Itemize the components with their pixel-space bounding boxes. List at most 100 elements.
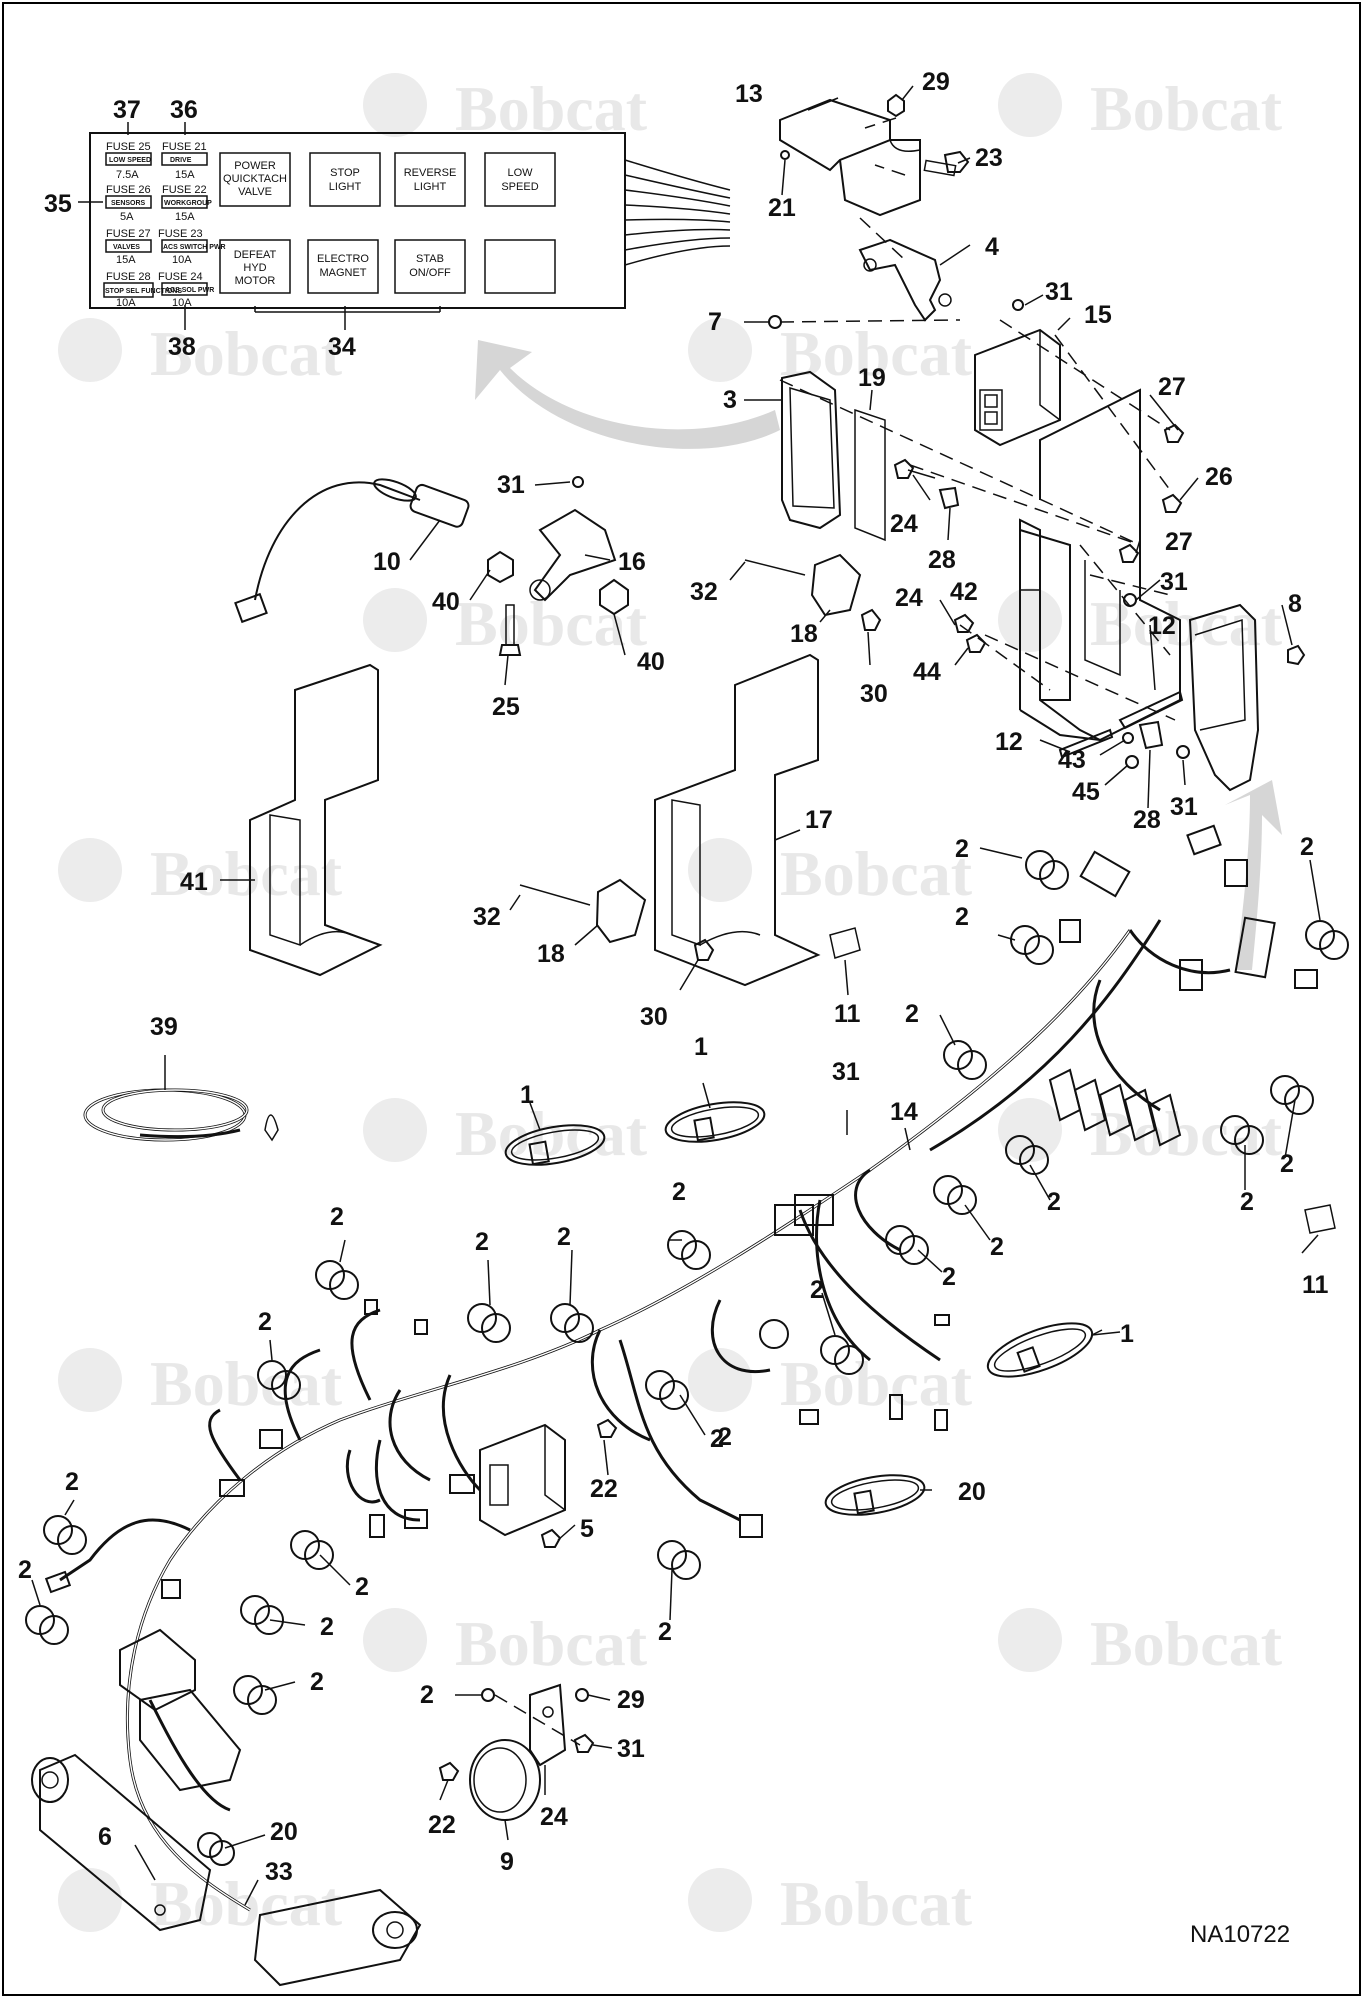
fuse-25: FUSE 25 LOW SPEED 7.5A — [105, 141, 152, 181]
callout: 25 — [492, 693, 520, 721]
callout: 18 — [537, 940, 565, 968]
svg-text:ACS SWITCH PWR: ACS SWITCH PWR — [163, 244, 226, 251]
clamp — [25, 1605, 69, 1645]
callout: 2 — [672, 1178, 686, 1206]
watermark-text: Bobcat — [780, 318, 973, 389]
svg-text:SPEED: SPEED — [501, 181, 538, 193]
svg-text:QUICKTACH: QUICKTACH — [223, 173, 287, 185]
callout: 29 — [922, 68, 950, 96]
clamp — [645, 1370, 689, 1410]
callout: 13 — [735, 80, 763, 108]
callout: 31 — [1170, 793, 1198, 821]
callout: 31 — [832, 1058, 860, 1086]
callout: 2 — [18, 1556, 32, 1584]
fuse-27: FUSE 27 VALVES 15A — [105, 228, 152, 266]
svg-text:ACS SOL PWR: ACS SOL PWR — [165, 287, 214, 294]
callout: 24 — [890, 510, 918, 538]
controller-15 — [974, 328, 1061, 447]
nut-30-b — [693, 938, 715, 961]
clamp — [820, 1335, 864, 1375]
callout: 2 — [1240, 1188, 1254, 1216]
clamp — [933, 1175, 977, 1215]
callout: 27 — [1158, 373, 1186, 401]
fuse-21: FUSE 21 DRIVE 15A — [161, 141, 208, 181]
svg-text:FUSE 21: FUSE 21 — [162, 141, 207, 153]
svg-text:FUSE 28: FUSE 28 — [106, 271, 151, 283]
clamp — [1005, 1135, 1049, 1175]
fuse-26: FUSE 26 SENSORS 5A — [105, 184, 152, 223]
fuse-28: FUSE 28 STOP SEL FUNCTIONS 10A — [103, 271, 182, 309]
bolt-24-a — [893, 458, 936, 479]
clamp — [240, 1595, 284, 1635]
callout: 2 — [355, 1573, 369, 1601]
callout: 21 — [768, 194, 796, 222]
clamp — [667, 1230, 711, 1270]
watermark-text: Bobcat — [1090, 1098, 1283, 1169]
bolt-27-b — [1118, 543, 1140, 563]
callout: 2 — [1300, 833, 1314, 861]
callout: 2 — [658, 1618, 672, 1646]
watermark-text: Bobcat — [150, 838, 343, 909]
callout: 45 — [1072, 778, 1100, 806]
fuse-24: FUSE 24 ACS SOL PWR 10A — [158, 271, 214, 309]
watermark-text: Bobcat — [1090, 73, 1283, 144]
callout: 28 — [1133, 806, 1161, 834]
watermark-8: Bobcat — [688, 838, 973, 909]
callout: 1 — [694, 1033, 708, 1061]
watermark-6: Bobcat — [998, 588, 1283, 659]
screw-32-b — [519, 884, 591, 906]
svg-text:REVERSE: REVERSE — [404, 167, 457, 179]
cap-18-a — [810, 553, 862, 617]
nut-31-bracket — [572, 476, 584, 488]
callout: 4 — [985, 233, 999, 261]
callout: 5 — [580, 1515, 594, 1543]
callout: 1 — [1120, 1320, 1134, 1348]
svg-text:VALVES: VALVES — [113, 244, 140, 251]
callout: 2 — [65, 1468, 79, 1496]
nut-45 — [1125, 755, 1139, 769]
mounting-bracket-42 — [1019, 388, 1181, 742]
connector-block — [119, 1628, 242, 1792]
screw-26 — [1161, 493, 1183, 513]
switch-reverse-light: REVERSE LIGHT — [394, 152, 466, 207]
svg-text:10A: 10A — [172, 297, 192, 309]
reference-arrow-panel — [475, 340, 780, 449]
callout: 30 — [640, 1003, 668, 1031]
svg-text:SENSORS: SENSORS — [111, 200, 146, 207]
watermark-15: Bobcat — [58, 1868, 343, 1939]
callout: 20 — [958, 1478, 986, 1506]
svg-text:FUSE 23: FUSE 23 — [158, 228, 203, 240]
callout: 31 — [617, 1735, 645, 1763]
bolt-23 — [923, 150, 970, 177]
clip-28-a — [938, 486, 960, 510]
switch-stop-light: STOP LIGHT — [309, 152, 381, 207]
sensor-10 — [234, 478, 470, 624]
bracket-13 — [779, 98, 921, 217]
assembly-lines — [779, 117, 1176, 721]
callout: 2 — [310, 1668, 324, 1696]
callout: 28 — [928, 546, 956, 574]
fuse-23: FUSE 23 ACS SWITCH PWR 10A — [158, 228, 226, 266]
svg-text:LOW: LOW — [507, 167, 533, 179]
callout: 39 — [150, 1013, 178, 1041]
switch-defeat-hyd-motor: DEFEAT HYD MOTOR — [219, 239, 291, 294]
decal-19 — [854, 408, 886, 542]
bolt-24-horn — [438, 1761, 460, 1781]
callout: 31 — [497, 471, 525, 499]
callout: 35 — [44, 190, 72, 218]
watermark-text: Bobcat — [780, 1868, 973, 1939]
clamp — [257, 1360, 301, 1400]
switch-low-speed: LOW SPEED — [484, 152, 556, 207]
clamp — [1025, 850, 1069, 890]
callout: 31 — [1160, 568, 1188, 596]
wire-loom-39 — [83, 1088, 279, 1142]
bolt-22-b — [573, 1733, 595, 1753]
stand-41 — [249, 663, 383, 977]
reference-arrow-module — [1225, 780, 1282, 970]
watermark-11: Bobcat — [58, 1348, 343, 1419]
svg-text:10A: 10A — [172, 254, 192, 266]
tie-strap-group — [504, 1101, 1094, 1516]
svg-text:FUSE 26: FUSE 26 — [106, 184, 151, 196]
bolt-44 — [965, 633, 987, 653]
svg-text:DRIVE: DRIVE — [170, 157, 192, 164]
